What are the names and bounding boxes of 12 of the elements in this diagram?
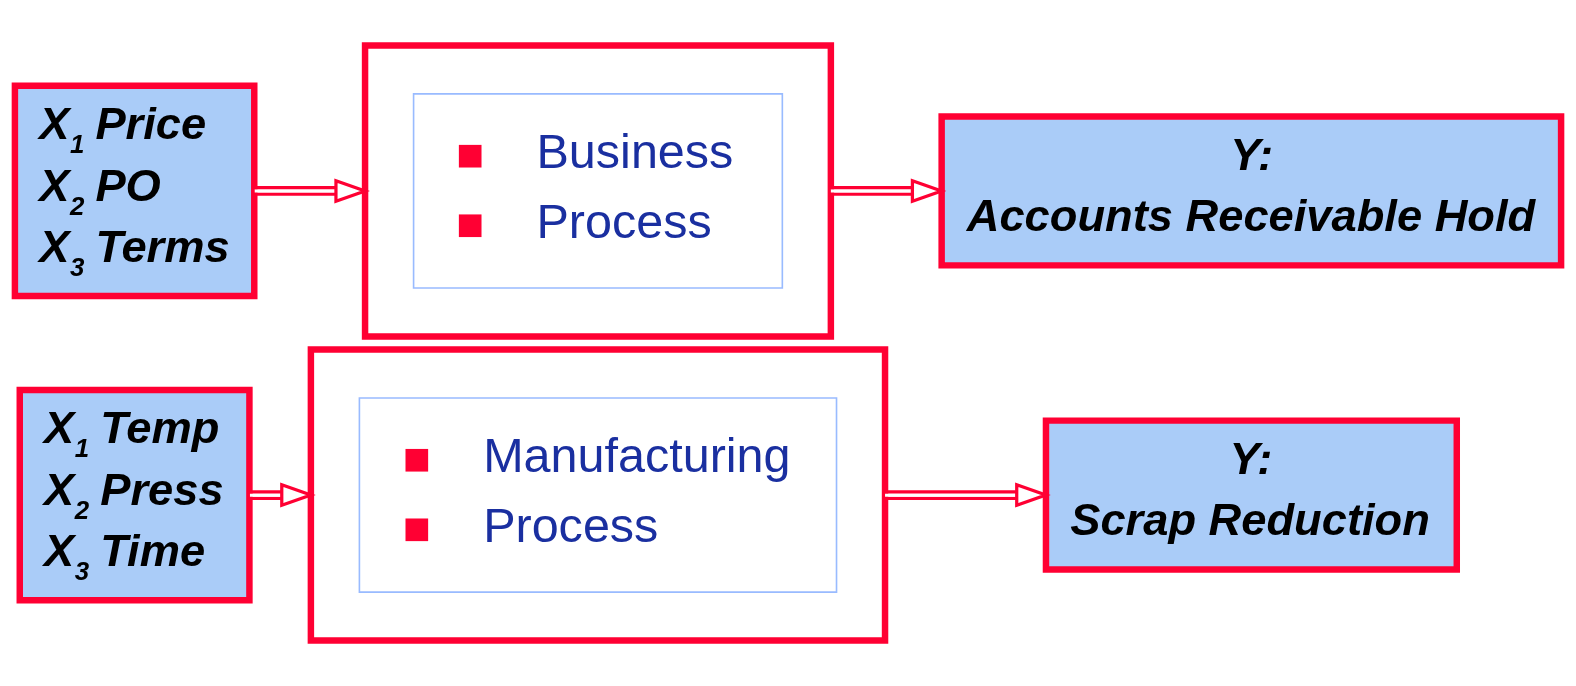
arrow (830, 178, 947, 204)
arrow (249, 482, 316, 508)
node-box: X$_{1}$ Price X$_{2}$ PO X$_{3}$ Terms (11, 82, 258, 300)
node-box: Business Process (412, 93, 784, 289)
node-box: Y: Scrap Reduction (1042, 417, 1460, 573)
node-box: Manufacturing Process (358, 397, 838, 593)
arrow (254, 178, 370, 204)
arrow (885, 482, 1051, 508)
cluster (307, 346, 889, 644)
node-box: Y: Accounts Receivable Hold (938, 113, 1565, 269)
cluster (361, 42, 835, 340)
node-box: X$_{1}$ Temp X$_{2}$ Press X$_{3}$ Time (16, 386, 253, 604)
